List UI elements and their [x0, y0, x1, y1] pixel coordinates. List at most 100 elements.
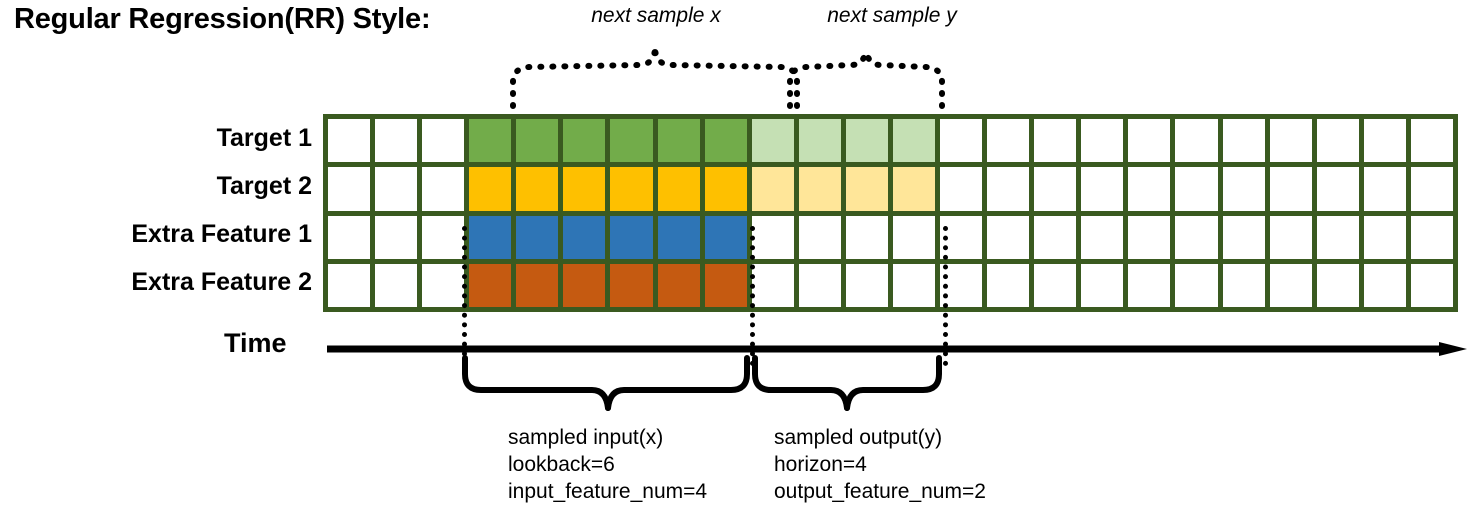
- sampled-input-line-2: lookback=6: [508, 453, 615, 476]
- grid-cell-empty: [1175, 263, 1218, 307]
- grid-cell-input: [704, 119, 747, 163]
- row-label-target-2: Target 2: [216, 172, 312, 200]
- grid-cell-empty: [422, 167, 465, 211]
- grid-cell-empty: [1269, 167, 1312, 211]
- grid-cell-input: [516, 263, 559, 307]
- grid-cell-empty: [892, 263, 936, 307]
- grid-cell-empty: [1222, 119, 1265, 163]
- sampled-output-caption: sampled output(y) horizon=4 output_featu…: [774, 424, 986, 505]
- grid-cell-empty: [1128, 215, 1171, 259]
- grid-cell-empty: [328, 215, 371, 259]
- grid-cell-input: [469, 263, 512, 307]
- grid-cell-empty: [1128, 263, 1171, 307]
- grid-cell-empty: [798, 263, 841, 307]
- grid-cell-empty: [751, 215, 794, 259]
- grid-cell-empty: [1410, 215, 1453, 259]
- grid-cell-empty: [1316, 167, 1359, 211]
- grid-cell-empty: [1316, 119, 1359, 163]
- grid-cell-input: [563, 215, 606, 259]
- grid-cell-input: [469, 215, 512, 259]
- output-end-guide: [943, 226, 948, 366]
- grid-cell-input: [657, 119, 700, 163]
- page-title: Regular Regression(RR) Style:: [14, 3, 431, 35]
- sampled-input-line-3: input_feature_num=4: [508, 480, 708, 503]
- grid-cell-empty: [1363, 119, 1406, 163]
- grid-cell-empty: [1222, 167, 1265, 211]
- grid-cell-empty: [1269, 263, 1312, 307]
- grid-cell-empty: [1081, 263, 1124, 307]
- grid-cell-output: [892, 119, 936, 163]
- grid-cell-input: [657, 167, 700, 211]
- row-label-extra-feature-1: Extra Feature 1: [131, 220, 312, 248]
- grid-cell-empty: [1081, 215, 1124, 259]
- grid-cell-input: [563, 263, 606, 307]
- next-sample-y-label: next sample y: [827, 4, 957, 27]
- grid-cell-empty: [1081, 119, 1124, 163]
- grid-cell-empty: [328, 263, 371, 307]
- grid-cell-empty: [940, 167, 983, 211]
- input-end-guide: [750, 226, 755, 366]
- grid-cell-empty: [1363, 215, 1406, 259]
- sampled-output-line-2: horizon=4: [774, 453, 867, 476]
- grid-cell-input: [563, 119, 606, 163]
- grid-cell-input: [704, 167, 747, 211]
- grid-cell-output: [798, 119, 841, 163]
- grid-cell-empty: [1175, 119, 1218, 163]
- grid-cell-empty: [1034, 119, 1077, 163]
- grid-cell-input: [469, 119, 512, 163]
- grid-cell-input: [516, 215, 559, 259]
- grid-cell-input: [610, 167, 653, 211]
- grid-cell-empty: [1175, 167, 1218, 211]
- grid-cell-empty: [375, 263, 418, 307]
- grid-cell-input: [610, 263, 653, 307]
- sampled-output-brace: [749, 355, 949, 412]
- grid-cell-empty: [422, 263, 465, 307]
- grid-cell-output: [845, 167, 888, 211]
- row-label-extra-feature-2: Extra Feature 2: [131, 268, 312, 296]
- grid-cell-empty: [1269, 215, 1312, 259]
- next-sample-x-label: next sample x: [591, 4, 721, 27]
- grid-cell-output: [845, 119, 888, 163]
- grid-cell-empty: [987, 119, 1030, 163]
- sampled-output-line-3: output_feature_num=2: [774, 480, 986, 503]
- grid-cell-empty: [1316, 263, 1359, 307]
- grid-cell-empty: [845, 263, 888, 307]
- grid-cell-input: [704, 215, 747, 259]
- timeseries-grid: [323, 114, 1458, 312]
- grid-cell-empty: [1128, 119, 1171, 163]
- row-label-target-1: Target 1: [216, 124, 312, 152]
- grid-cell-empty: [1363, 167, 1406, 211]
- grid-cell-empty: [375, 119, 418, 163]
- grid-cell-empty: [845, 215, 888, 259]
- grid-cell-empty: [422, 119, 465, 163]
- grid-cell-input: [610, 215, 653, 259]
- sampled-input-line-1: sampled input(x): [508, 426, 664, 449]
- grid-cell-empty: [987, 215, 1030, 259]
- grid-cell-input: [657, 215, 700, 259]
- grid-cell-empty: [1269, 119, 1312, 163]
- grid-cell-empty: [1410, 263, 1453, 307]
- time-axis-label: Time: [224, 328, 287, 358]
- grid-cell-empty: [1034, 215, 1077, 259]
- sampled-input-caption: sampled input(x) lookback=6 input_featur…: [508, 424, 707, 505]
- grid-cell-empty: [940, 119, 983, 163]
- grid-cell-empty: [987, 263, 1030, 307]
- grid-cell-empty: [1128, 167, 1171, 211]
- grid-cell-input: [516, 167, 559, 211]
- grid-cell-empty: [328, 167, 371, 211]
- grid-cell-input: [657, 263, 700, 307]
- next-sample-x-brace: [505, 36, 805, 121]
- grid-cell-empty: [422, 215, 465, 259]
- grid-cell-output: [751, 167, 794, 211]
- grid-cell-empty: [1034, 263, 1077, 307]
- grid-cell-output: [798, 167, 841, 211]
- grid-cell-input: [563, 167, 606, 211]
- sampled-input-brace: [459, 355, 757, 412]
- grid-cell-empty: [1081, 167, 1124, 211]
- grid-cell-empty: [328, 119, 371, 163]
- grid-cell-empty: [1316, 215, 1359, 259]
- grid-cell-empty: [1175, 215, 1218, 259]
- grid-cell-empty: [1222, 215, 1265, 259]
- grid-cell-empty: [1222, 263, 1265, 307]
- grid-cell-empty: [892, 215, 936, 259]
